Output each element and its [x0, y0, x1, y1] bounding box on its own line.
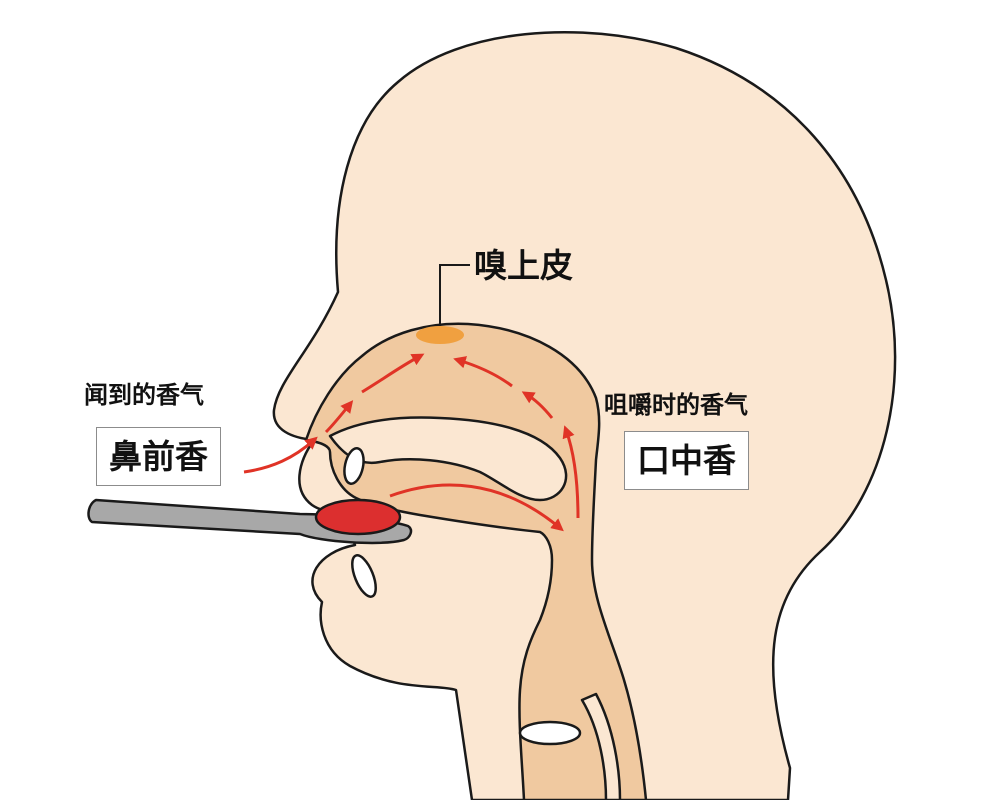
larynx-oval: [518, 720, 582, 746]
retronasal-arrow-top: [453, 356, 513, 388]
retronasal-arrow-back: [521, 391, 554, 419]
upper-tooth: [343, 447, 365, 485]
orthonasal-arrow-3: [361, 353, 425, 394]
esophagus: [580, 692, 622, 800]
retronasal-arrow-mouth: [389, 483, 564, 532]
retronasal-aroma-box: 口中香: [624, 431, 749, 490]
palate-tongue-mass: [328, 416, 568, 502]
retronasal-arrow-throat: [562, 425, 580, 519]
orthonasal-arrow-2: [324, 400, 354, 434]
lower-tooth: [351, 554, 377, 598]
food-on-spoon: [314, 498, 402, 536]
smelled-aroma-label: 闻到的香气: [84, 381, 204, 409]
olfactory-leader-line: [439, 264, 470, 326]
orthonasal-arrow-1: [243, 436, 318, 474]
olfactory-epithelium-spot: [416, 326, 464, 344]
orthonasal-aroma-box: 鼻前香: [96, 427, 221, 486]
chewing-aroma-label: 咀嚼时的香气: [604, 391, 748, 419]
olfactory-epithelium-label: 嗅上皮: [474, 246, 573, 285]
